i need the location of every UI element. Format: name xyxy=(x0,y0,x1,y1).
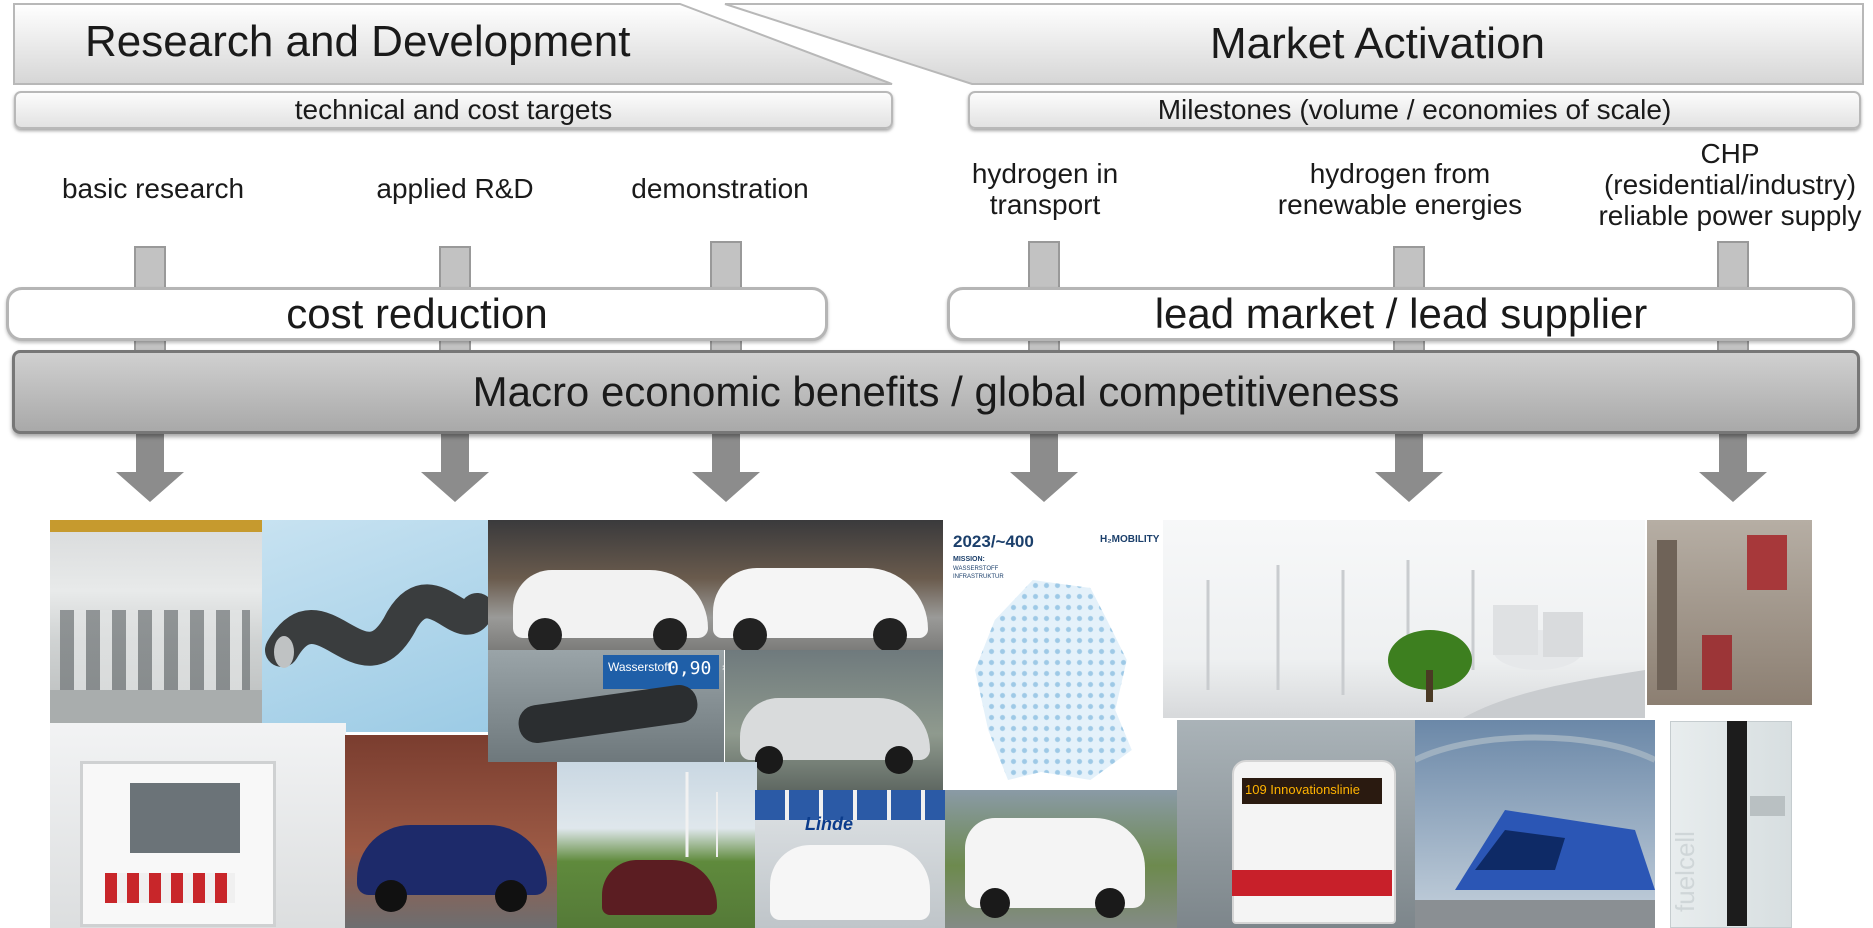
basic-research-label: basic research xyxy=(61,173,245,204)
arrow-hydrogen-transport xyxy=(1010,430,1078,502)
map-subtitle-label: WASSERSTOFF INFRASTRUKTUR xyxy=(953,566,1004,580)
photo-white-suv xyxy=(945,790,1177,928)
down-arrows xyxy=(116,430,1767,502)
photo-countryside-car xyxy=(557,762,757,928)
technical-cost-targets-bar: technical and cost targets xyxy=(14,91,893,129)
chp-line-1: CHP xyxy=(1700,138,1760,169)
photo-hydrogen-pump: Wasserstoff 0,90 € xyxy=(488,650,724,762)
chp-line-3: reliable power supply xyxy=(1598,200,1862,231)
photo-hydrogen-train xyxy=(1415,720,1655,928)
map-year-label: 2023/~400 xyxy=(953,532,1034,551)
hydrogen-renewables-label: hydrogen from renewable energies xyxy=(1250,158,1550,220)
photo-lab-module xyxy=(50,723,346,928)
arrow-applied-rd xyxy=(421,430,489,502)
rd-title: Research and Development xyxy=(85,17,631,66)
bus-sign: 109 Innovationslinie xyxy=(1245,782,1360,797)
photo-fuelcell-unit: fuelcell xyxy=(1655,716,1820,928)
header-banner-shapes xyxy=(13,3,1864,85)
photo-test-vehicle xyxy=(725,650,943,790)
hydrogen-transport-line-1: hydrogen in xyxy=(971,158,1119,189)
photo-fuel-cell-cars xyxy=(488,520,943,650)
photo-rolled-membrane xyxy=(262,520,488,732)
arrow-demonstration xyxy=(692,430,760,502)
cost-reduction-pill: cost reduction xyxy=(6,287,828,341)
market-activation-title: Market Activation xyxy=(1210,19,1546,68)
photo-linde-car: Linde xyxy=(755,790,945,928)
photo-outdoor-chp xyxy=(1647,520,1812,705)
applied-rd-label: applied R&D xyxy=(376,173,534,204)
fuelcell-label: fuelcell xyxy=(1669,831,1700,912)
rd-header-shape xyxy=(13,3,893,85)
macro-benefits-bar: Macro economic benefits / global competi… xyxy=(12,350,1860,434)
pump-label: Wasserstoff xyxy=(608,660,671,674)
photo-factory-hall xyxy=(50,520,262,723)
arrow-chp xyxy=(1699,430,1767,502)
photo-wind-turbines xyxy=(1163,520,1645,718)
demonstration-label: demonstration xyxy=(631,173,809,204)
map-brand-label: H₂MOBILITY xyxy=(1100,534,1160,545)
chp-label: CHP (residential/industry) reliable powe… xyxy=(1585,138,1873,231)
hydrogen-renewables-line-1: hydrogen from xyxy=(1309,158,1491,189)
lead-market-pill: lead market / lead supplier xyxy=(947,287,1855,341)
hydrogen-transport-label: hydrogen in transport xyxy=(935,158,1155,220)
photo-blue-sedan xyxy=(345,735,557,928)
hydrogen-transport-line-2: transport xyxy=(989,189,1101,220)
chp-line-2: (residential/industry) xyxy=(1603,169,1857,200)
van-brand-label: Linde xyxy=(805,814,853,834)
map-mission-label: MISSION: xyxy=(953,556,985,563)
photo-fuel-cell-bus: 109 Innovationslinie xyxy=(1177,720,1415,928)
arrow-basic-research xyxy=(116,430,184,502)
pump-price: 0,90 € xyxy=(668,658,724,679)
market-header-shape xyxy=(724,3,1864,85)
arrow-hydrogen-renewables xyxy=(1375,430,1443,502)
photo-h2-mobility-map: 2023/~400 H₂MOBILITY MISSION: WASSERSTOF… xyxy=(945,520,1165,790)
hydrogen-renewables-line-2: renewable energies xyxy=(1277,189,1523,220)
milestones-bar: Milestones (volume / economies of scale) xyxy=(968,91,1861,129)
